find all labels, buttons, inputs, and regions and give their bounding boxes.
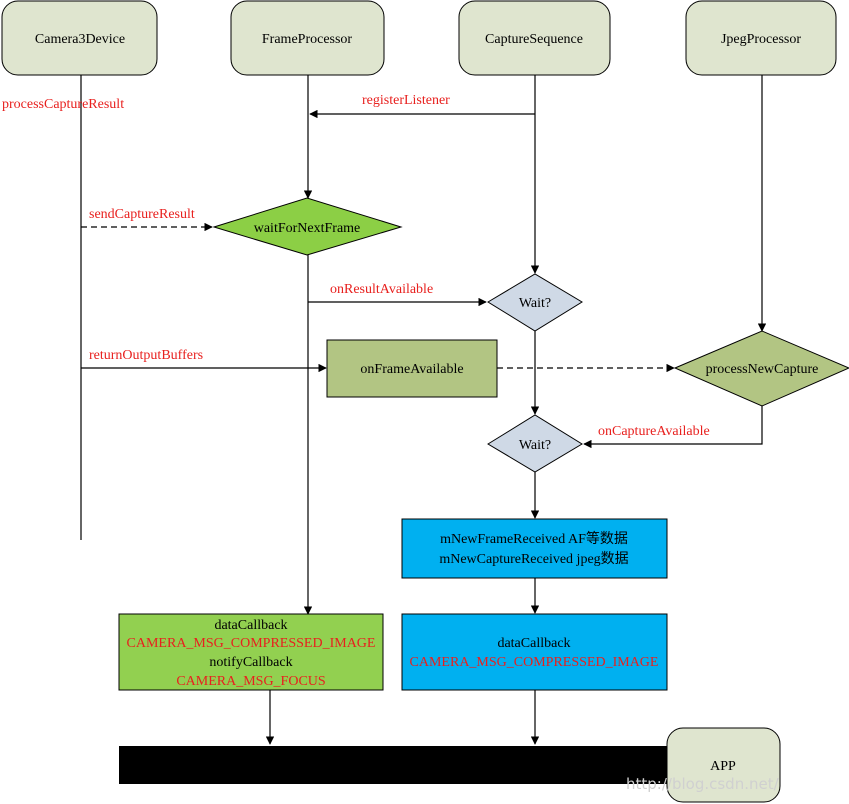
svg-text:CAMERA_MSG_COMPRESSED_IMAGE: CAMERA_MSG_COMPRESSED_IMAGE <box>410 655 659 670</box>
svg-text:onFrameAvailable: onFrameAvailable <box>360 362 463 377</box>
svg-text:FrameProcessor: FrameProcessor <box>262 32 353 47</box>
svg-text:CAMERA_MSG_COMPRESSED_IMAGE: CAMERA_MSG_COMPRESSED_IMAGE <box>127 636 376 651</box>
process-new-capture-diamond: processNewCapture <box>673 330 849 407</box>
received-box: mNewFrameReceived AF等数据 mNewCaptureRecei… <box>401 518 668 579</box>
svg-text:waitForNextFrame: waitForNextFrame <box>254 221 361 236</box>
register-listener-label: registerListener <box>362 93 450 108</box>
wait-decision-1: Wait? <box>487 273 583 332</box>
svg-text:CaptureSequence: CaptureSequence <box>485 32 583 47</box>
lane-jpegprocessor: JpegProcessor <box>685 0 837 76</box>
lane-capturesequence: CaptureSequence <box>458 0 611 76</box>
lane-camera3device: Camera3Device <box>1 0 158 76</box>
wait-decision-2: Wait? <box>487 414 583 473</box>
svg-text:JpegProcessor: JpegProcessor <box>721 32 801 47</box>
wait-for-next-frame-diamond: waitForNextFrame <box>212 197 403 256</box>
app-bar <box>119 746 679 784</box>
send-capture-result-label: sendCaptureResult <box>89 207 195 222</box>
on-frame-available-box: onFrameAvailable <box>326 339 498 398</box>
lane-frameprocessor: FrameProcessor <box>230 0 385 76</box>
svg-text:mNewFrameReceived AF等数据: mNewFrameReceived AF等数据 <box>440 530 628 547</box>
svg-text:mNewCaptureReceived jpeg数据: mNewCaptureReceived jpeg数据 <box>439 551 628 567</box>
svg-text:Wait?: Wait? <box>519 438 551 453</box>
svg-text:dataCallback: dataCallback <box>497 636 570 651</box>
right-callback-box: dataCallback CAMERA_MSG_COMPRESSED_IMAGE <box>401 613 668 691</box>
watermark: http://blog.csdn.net/ <box>626 775 780 793</box>
svg-text:CAMERA_MSG_FOCUS: CAMERA_MSG_FOCUS <box>176 674 325 689</box>
app-node: APP <box>666 727 781 803</box>
svg-text:dataCallback: dataCallback <box>214 618 287 633</box>
on-capture-available-arrow <box>583 406 763 449</box>
svg-text:Wait?: Wait? <box>519 296 551 311</box>
on-result-available-label: onResultAvailable <box>330 282 433 297</box>
svg-text:notifyCallback: notifyCallback <box>209 655 292 670</box>
left-callback-box: dataCallback CAMERA_MSG_COMPRESSED_IMAGE… <box>118 613 384 691</box>
return-output-buffers-label: returnOutputBuffers <box>89 348 203 363</box>
svg-text:Camera3Device: Camera3Device <box>35 32 125 47</box>
process-capture-result-label: processCaptureResult <box>2 97 124 112</box>
svg-text:APP: APP <box>710 759 736 774</box>
svg-text:processNewCapture: processNewCapture <box>706 362 819 377</box>
on-capture-available-label: onCaptureAvailable <box>598 424 710 439</box>
